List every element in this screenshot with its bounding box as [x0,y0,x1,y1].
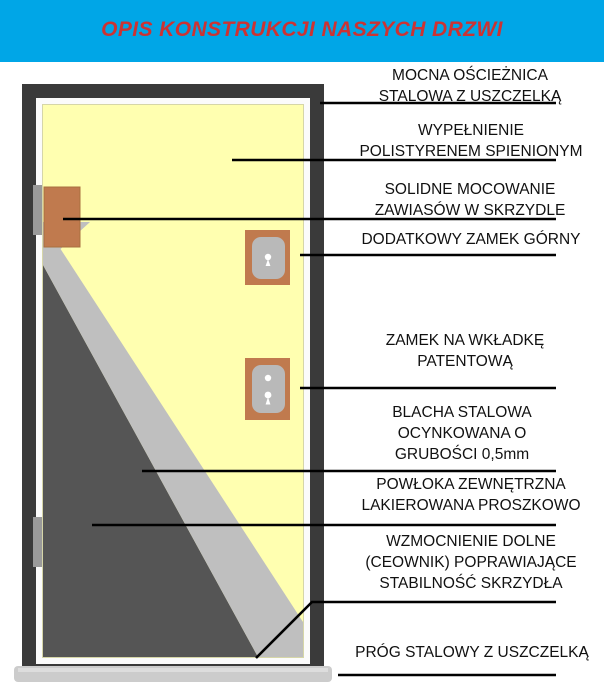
header-banner: OPIS KONSTRUKCJI NASZYCH DRZWI [0,0,604,62]
hinge-block [43,186,81,248]
callout-upper-lock: DODATKOWY ZAMEK GÓRNY [361,231,581,248]
callout-frame: MOCNA OŚCIEŻNICA STALOWA Z USZCZELKĄ [378,67,562,105]
hinge-pin-lower [33,517,42,567]
threshold-highlight [18,668,328,672]
main-lock [245,358,290,420]
upper-lock [245,230,290,285]
callout-threshold: PRÓG STALOWY Z USZCZELKĄ [355,644,589,661]
hinge-pin-upper [33,185,42,235]
callout-coating: POWŁOKA ZEWNĘTRZNA LAKIEROWANA PROSZKOWO [361,476,581,514]
callout-filling: WYPEŁNIENIE POLISTYRENEM SPIENIONYM [359,122,583,160]
page-title: OPIS KONSTRUKCJI NASZYCH DRZWI [101,18,503,41]
callout-main-lock: ZAMEK NA WKŁADKĘ PATENTOWĄ [385,332,545,370]
callout-reinforcement: WZMOCNIENIE DOLNE (CEOWNIK) POPRAWIAJĄCE… [365,533,577,592]
door-construction-figure [0,62,360,699]
powder-coating-band [43,222,303,657]
callout-hinges: SOLIDNE MOCOWANIE ZAWIASÓW W SKRZYDLE [374,181,566,219]
diagram-stage: MOCNA OŚCIEŻNICA STALOWA Z USZCZELKĄ WYP… [0,62,604,699]
callout-steel-sheet: BLACHA STALOWA OCYNKOWANA O GRUBOŚCI 0,5… [392,404,532,463]
